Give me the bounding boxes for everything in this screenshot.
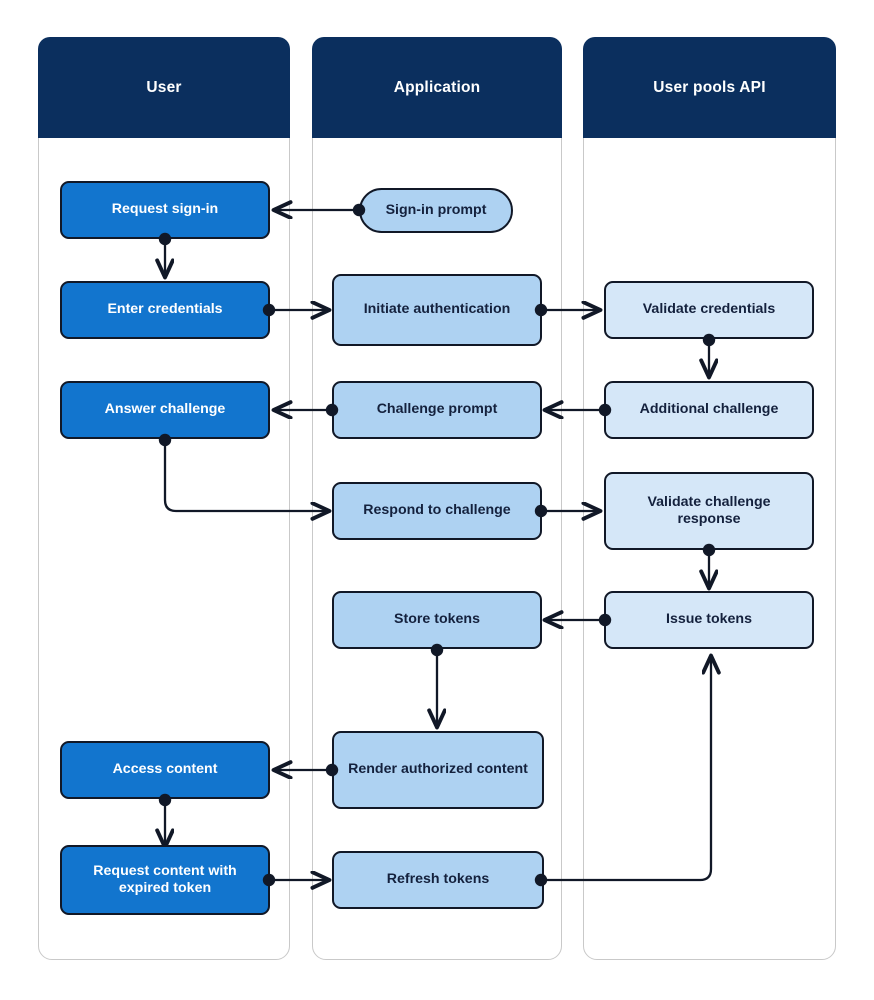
lane-header-user: User (38, 37, 290, 138)
node-label: Store tokens (394, 611, 480, 628)
node-label: Issue tokens (666, 611, 752, 628)
lane-user (38, 37, 290, 960)
node-access-content[interactable]: Access content (60, 741, 270, 799)
node-label: Initiate authentication (363, 301, 511, 318)
node-additional-challenge[interactable]: Additional challenge (604, 381, 814, 439)
node-label: Additional challenge (639, 401, 779, 418)
node-label: Validate challenge response (647, 493, 771, 527)
lane-header-api: User pools API (583, 37, 836, 138)
node-store-tokens[interactable]: Store tokens (332, 591, 542, 649)
lane-title-user: User (146, 78, 182, 96)
node-label: Enter credentials (107, 301, 223, 318)
node-label: Validate credentials (642, 301, 776, 318)
node-label: Access content (112, 761, 218, 778)
node-request-content-expired-token[interactable]: Request content with expired token (60, 845, 270, 915)
node-enter-credentials[interactable]: Enter credentials (60, 281, 270, 339)
node-refresh-tokens[interactable]: Refresh tokens (332, 851, 544, 909)
node-label: Sign-in prompt (385, 201, 487, 218)
node-label: Render authorized content (348, 761, 528, 778)
node-label: Challenge prompt (376, 401, 498, 418)
node-label: Request content with expired token (93, 862, 237, 896)
lane-title-api: User pools API (653, 78, 766, 96)
node-render-authorized-content[interactable]: Render authorized content (332, 731, 544, 809)
node-label: Answer challenge (104, 401, 226, 418)
node-respond-to-challenge[interactable]: Respond to challenge (332, 482, 542, 540)
node-answer-challenge[interactable]: Answer challenge (60, 381, 270, 439)
lane-title-application: Application (393, 78, 481, 96)
node-label: Refresh tokens (386, 871, 490, 888)
node-validate-credentials[interactable]: Validate credentials (604, 281, 814, 339)
lane-header-application: Application (312, 37, 562, 138)
node-label: Request sign-in (111, 201, 219, 218)
node-validate-challenge-response[interactable]: Validate challenge response (604, 472, 814, 550)
node-sign-in-prompt[interactable]: Sign-in prompt (359, 188, 513, 233)
node-challenge-prompt[interactable]: Challenge prompt (332, 381, 542, 439)
node-request-sign-in[interactable]: Request sign-in (60, 181, 270, 239)
node-label: Respond to challenge (363, 502, 511, 519)
node-issue-tokens[interactable]: Issue tokens (604, 591, 814, 649)
node-initiate-authentication[interactable]: Initiate authentication (332, 274, 542, 346)
